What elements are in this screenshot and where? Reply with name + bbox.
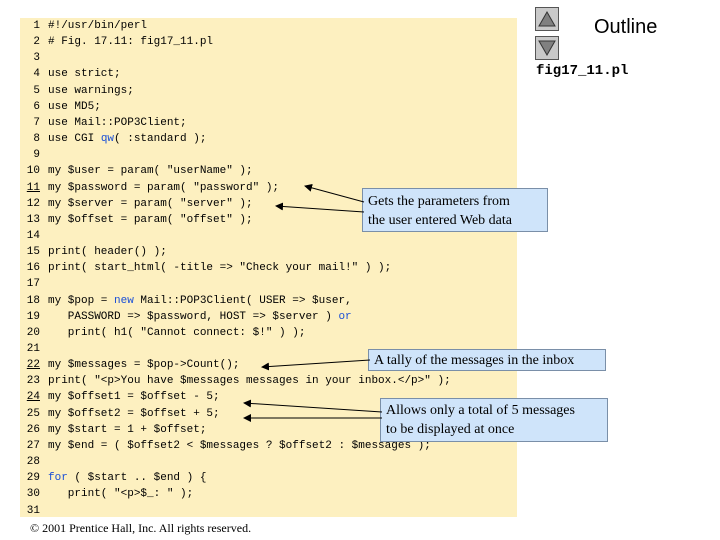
- next-slide-button[interactable]: [535, 36, 559, 60]
- code-line: 16 print( start_html( -title => "Check yo…: [20, 260, 391, 276]
- code-line: 20 print( h1( "Cannot connect: $!" ) );: [20, 325, 306, 341]
- code-line: 31: [20, 503, 48, 519]
- line-number: 16: [26, 262, 40, 275]
- code-text: my $user = param( "userName" );: [48, 165, 253, 178]
- code-line: 29 for ( $start .. $end ) {: [20, 470, 207, 486]
- code-text: use CGI qw( :standard );: [48, 133, 207, 146]
- line-number: 15: [26, 246, 40, 259]
- code-line: 23 print( "<p>You have $messages messages…: [20, 373, 451, 389]
- code-text: # Fig. 17.11: fig17_11.pl: [48, 36, 214, 49]
- code-text: use strict;: [48, 68, 121, 81]
- line-number: 8: [33, 133, 40, 146]
- code-line: 7 use Mail::POP3Client;: [20, 115, 187, 131]
- code-line: 13 my $offset = param( "offset" );: [20, 212, 253, 228]
- code-line: 15 print( header() );: [20, 244, 167, 260]
- line-number: 17: [26, 278, 40, 291]
- code-text: my $server = param( "server" );: [48, 197, 253, 210]
- line-number: 29: [26, 472, 40, 485]
- code-line: 21: [20, 341, 48, 357]
- code-text: for ( $start .. $end ) {: [48, 472, 207, 485]
- code-line: 9: [20, 147, 48, 163]
- line-number: 31: [26, 504, 40, 517]
- code-line: 24 my $offset1 = $offset - 5;: [20, 389, 220, 405]
- code-text: my $end = ( $offset2 < $messages ? $offs…: [48, 439, 431, 452]
- callout-message-limit: Allows only a total of 5 messages to be …: [380, 398, 608, 442]
- line-number: 25: [26, 407, 40, 420]
- code-text: my $offset1 = $offset - 5;: [48, 391, 220, 404]
- code-text: my $offset2 = $offset + 5;: [48, 407, 220, 420]
- code-line: 3: [20, 50, 48, 66]
- code-text: use MD5;: [48, 100, 101, 113]
- previous-slide-button[interactable]: [535, 7, 559, 31]
- code-text: my $start = 1 + $offset;: [48, 423, 207, 436]
- code-line: 27 my $end = ( $offset2 < $messages ? $of…: [20, 438, 431, 454]
- line-number: 13: [26, 213, 40, 226]
- copyright-notice: © 2001 Prentice Hall, Inc. All rights re…: [30, 521, 252, 535]
- line-number: 10: [26, 165, 40, 178]
- line-number: 1: [33, 20, 40, 32]
- line-number: 9: [33, 149, 40, 162]
- line-number: 11: [26, 181, 40, 194]
- code-text: my $messages = $pop->Count();: [48, 359, 240, 372]
- code-text: print( "<p>You have $messages messages i…: [48, 375, 451, 388]
- file-title: fig17_11.pl: [536, 63, 629, 79]
- code-text: my $pop = new Mail::POP3Client( USER => …: [48, 294, 352, 307]
- line-number: 4: [33, 68, 40, 81]
- up-triangle-icon: [538, 11, 556, 27]
- code-line: 17: [20, 276, 48, 292]
- code-text: use warnings;: [48, 84, 134, 97]
- line-number: 20: [26, 326, 40, 339]
- line-number: 19: [26, 310, 40, 323]
- code-text: PASSWORD => $password, HOST => $server )…: [48, 310, 352, 323]
- line-number: 21: [26, 343, 40, 355]
- code-line: 14: [20, 228, 48, 244]
- code-text: print( h1( "Cannot connect: $!" ) );: [48, 326, 306, 339]
- code-line: 22 my $messages = $pop->Count();: [20, 357, 240, 373]
- line-number: 28: [26, 456, 40, 469]
- code-line: 18 my $pop = new Mail::POP3Client( USER =…: [20, 293, 352, 309]
- outline-heading: Outline: [594, 16, 658, 38]
- code-line: 10 my $user = param( "userName" );: [20, 163, 253, 179]
- code-line: 5 use warnings;: [20, 83, 134, 99]
- callout-message-tally: A tally of the messages in the inbox: [368, 349, 606, 371]
- line-number: 2: [33, 36, 40, 49]
- down-triangle-icon: [538, 40, 556, 56]
- callout-parameters: Gets the parameters from the user entere…: [362, 188, 548, 232]
- code-listing-panel: 1 #!/usr/bin/perl 2 # Fig. 17.11: fig17_11.…: [20, 18, 517, 517]
- code-line: 4 use strict;: [20, 66, 121, 82]
- line-number: 12: [26, 197, 40, 210]
- code-text: #!/usr/bin/perl: [48, 20, 148, 32]
- code-text: use Mail::POP3Client;: [48, 116, 187, 129]
- code-text: print( start_html( -title => "Check your…: [48, 262, 392, 275]
- code-line: 28: [20, 454, 48, 470]
- code-text: print( header() );: [48, 246, 167, 259]
- code-line: 6 use MD5;: [20, 99, 101, 115]
- line-number: 3: [33, 52, 40, 65]
- line-number: 26: [26, 423, 40, 436]
- code-line: 11 my $password = param( "password" );: [20, 180, 279, 196]
- line-number: 23: [26, 375, 40, 388]
- line-number: 18: [26, 294, 40, 307]
- line-number: 27: [26, 439, 40, 452]
- code-line: 26 my $start = 1 + $offset;: [20, 422, 207, 438]
- line-number: 14: [26, 229, 40, 242]
- line-number: 6: [33, 100, 40, 113]
- code-line: 8 use CGI qw( :standard );: [20, 131, 206, 147]
- line-number: 7: [33, 116, 40, 129]
- line-number: 30: [26, 488, 40, 501]
- line-number: 22: [26, 359, 40, 372]
- code-text: my $password = param( "password" );: [48, 181, 280, 194]
- code-line: 2 # Fig. 17.11: fig17_11.pl: [20, 34, 213, 50]
- code-line: 19 PASSWORD => $password, HOST => $serve…: [20, 309, 352, 325]
- code-text: my $offset = param( "offset" );: [48, 213, 253, 226]
- code-line: 12 my $server = param( "server" );: [20, 196, 253, 212]
- line-number: 5: [33, 84, 40, 97]
- code-line: 1 #!/usr/bin/perl: [20, 18, 147, 34]
- code-line: 25 my $offset2 = $offset + 5;: [20, 406, 220, 422]
- code-line: 30 print( "<p>$_: " );: [20, 486, 193, 502]
- code-text: print( "<p>$_: " );: [48, 488, 194, 501]
- line-number: 24: [26, 391, 40, 404]
